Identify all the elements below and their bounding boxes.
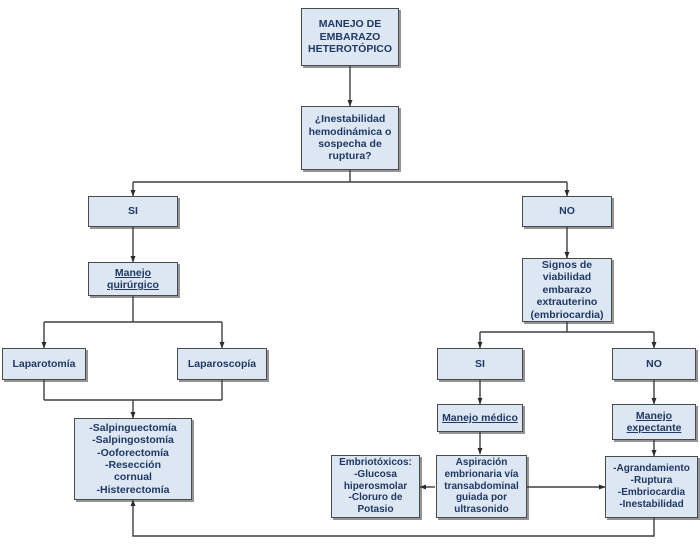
node-root-label: MANEJO DE EMBARAZO HETEROTÓPICO <box>307 18 392 56</box>
node-embriotoxicos-label: Embriotóxicos: -Glucosa hiperosmolar -Cl… <box>339 457 412 516</box>
node-si-1-label: SI <box>128 205 138 218</box>
node-manejo-medico-label: Manejo médico <box>442 411 518 424</box>
node-manejo-quirurgico[interactable]: Manejo quirúrgico <box>88 262 178 296</box>
node-manejo-expectante-label: Manejo expectante <box>626 409 682 434</box>
node-criterios-expectante-label: -Agrandamiento -Ruptura -Embriocardia -I… <box>613 463 690 510</box>
node-embriotoxicos[interactable]: Embriotóxicos: -Glucosa hiperosmolar -Cl… <box>331 455 420 518</box>
node-signos-viabilidad[interactable]: Signos de viabilidad embarazo extrauteri… <box>522 258 612 322</box>
node-manejo-medico[interactable]: Manejo médico <box>437 404 523 432</box>
node-decision-inestabilidad[interactable]: ¿Inestabilidad hemodinámica o sospecha d… <box>301 106 399 170</box>
node-no-2[interactable]: NO <box>612 348 696 380</box>
node-root[interactable]: MANEJO DE EMBARAZO HETEROTÓPICO <box>301 8 399 66</box>
node-criterios-expectante[interactable]: -Agrandamiento -Ruptura -Embriocardia -I… <box>605 456 698 518</box>
node-laparotomia[interactable]: Laparotomía <box>2 348 86 380</box>
node-no-1-label: NO <box>559 205 575 218</box>
node-si-2-label: SI <box>475 357 485 370</box>
node-no-1[interactable]: NO <box>522 196 612 227</box>
node-si-1[interactable]: SI <box>88 196 178 227</box>
node-laparoscopia-label: Laparoscopía <box>187 357 257 370</box>
node-si-2[interactable]: SI <box>437 348 523 380</box>
node-aspiracion-embrionaria-label: Aspiración embrionaria vía transabdomina… <box>444 457 519 516</box>
node-laparoscopia[interactable]: Laparoscopía <box>177 348 267 380</box>
node-manejo-quirurgico-label: Manejo quirúrgico <box>107 266 159 291</box>
node-aspiracion-embrionaria[interactable]: Aspiración embrionaria vía transabdomina… <box>436 455 527 518</box>
node-laparotomia-label: Laparotomía <box>12 357 76 370</box>
node-manejo-expectante[interactable]: Manejo expectante <box>612 404 696 440</box>
node-procedimientos-quirurgicos[interactable]: -Salpinguectomía -Salpingostomía -Oofore… <box>74 418 192 500</box>
node-decision-inestabilidad-label: ¿Inestabilidad hemodinámica o sospecha d… <box>308 113 392 163</box>
node-signos-viabilidad-label: Signos de viabilidad embarazo extrauteri… <box>530 259 604 321</box>
node-no-2-label: NO <box>646 357 662 370</box>
node-procedimientos-quirurgicos-label: -Salpinguectomía -Salpingostomía -Oofore… <box>89 421 177 496</box>
